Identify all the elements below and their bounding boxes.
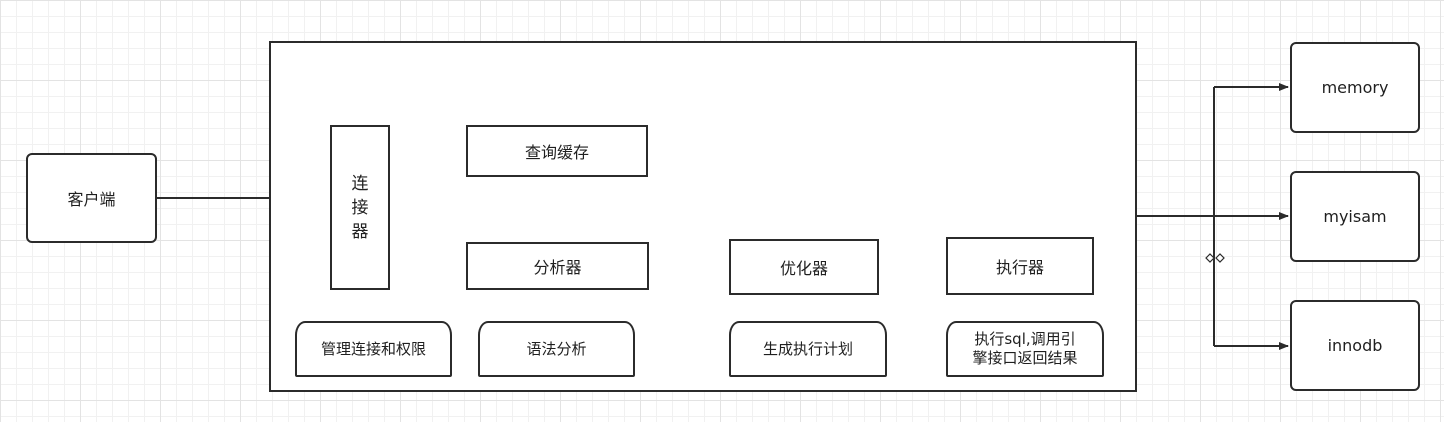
executor-label: 执行器	[995, 258, 1044, 277]
junction-diamonds	[1205, 253, 1225, 263]
innodb-engine-node: innodb	[1290, 300, 1420, 391]
executor-note: 执行sql,调用引 擎接口返回结果	[946, 321, 1104, 377]
analyzer-note-text: 语法分析	[526, 339, 587, 358]
myisam-engine-node: myisam	[1290, 171, 1420, 262]
optimizer-note-text: 生成执行计划	[762, 339, 853, 358]
client-label: 客户端	[67, 190, 116, 209]
connector-label-char-1: 连	[351, 173, 369, 194]
query-cache-node: 查询缓存	[466, 125, 648, 177]
connector-node: 连 接 器	[330, 125, 390, 290]
executor-note-line-1: 执行sql,调用引	[974, 330, 1076, 348]
analyzer-note: 语法分析	[478, 321, 635, 377]
connector-label-char-3: 器	[351, 221, 369, 242]
client-node: 客户端	[26, 153, 157, 243]
optimizer-node: 优化器	[729, 239, 879, 295]
analyzer-node: 分析器	[466, 242, 649, 290]
myisam-engine-label: myisam	[1323, 207, 1387, 226]
executor-node: 执行器	[946, 237, 1094, 295]
innodb-engine-label: innodb	[1327, 336, 1383, 355]
analyzer-label: 分析器	[533, 258, 582, 277]
connector-note-text: 管理连接和权限	[320, 339, 426, 358]
junction-diamond-right	[1215, 253, 1225, 263]
executor-note-line-2: 擎接口返回结果	[972, 349, 1078, 367]
connector-note: 管理连接和权限	[295, 321, 452, 377]
query-cache-label: 查询缓存	[524, 143, 589, 162]
junction-diamond-left	[1205, 253, 1215, 263]
optimizer-label: 优化器	[779, 259, 828, 278]
memory-engine-label: memory	[1321, 78, 1389, 97]
optimizer-note: 生成执行计划	[729, 321, 887, 377]
memory-engine-node: memory	[1290, 42, 1420, 133]
connector-label-char-2: 接	[351, 197, 369, 218]
